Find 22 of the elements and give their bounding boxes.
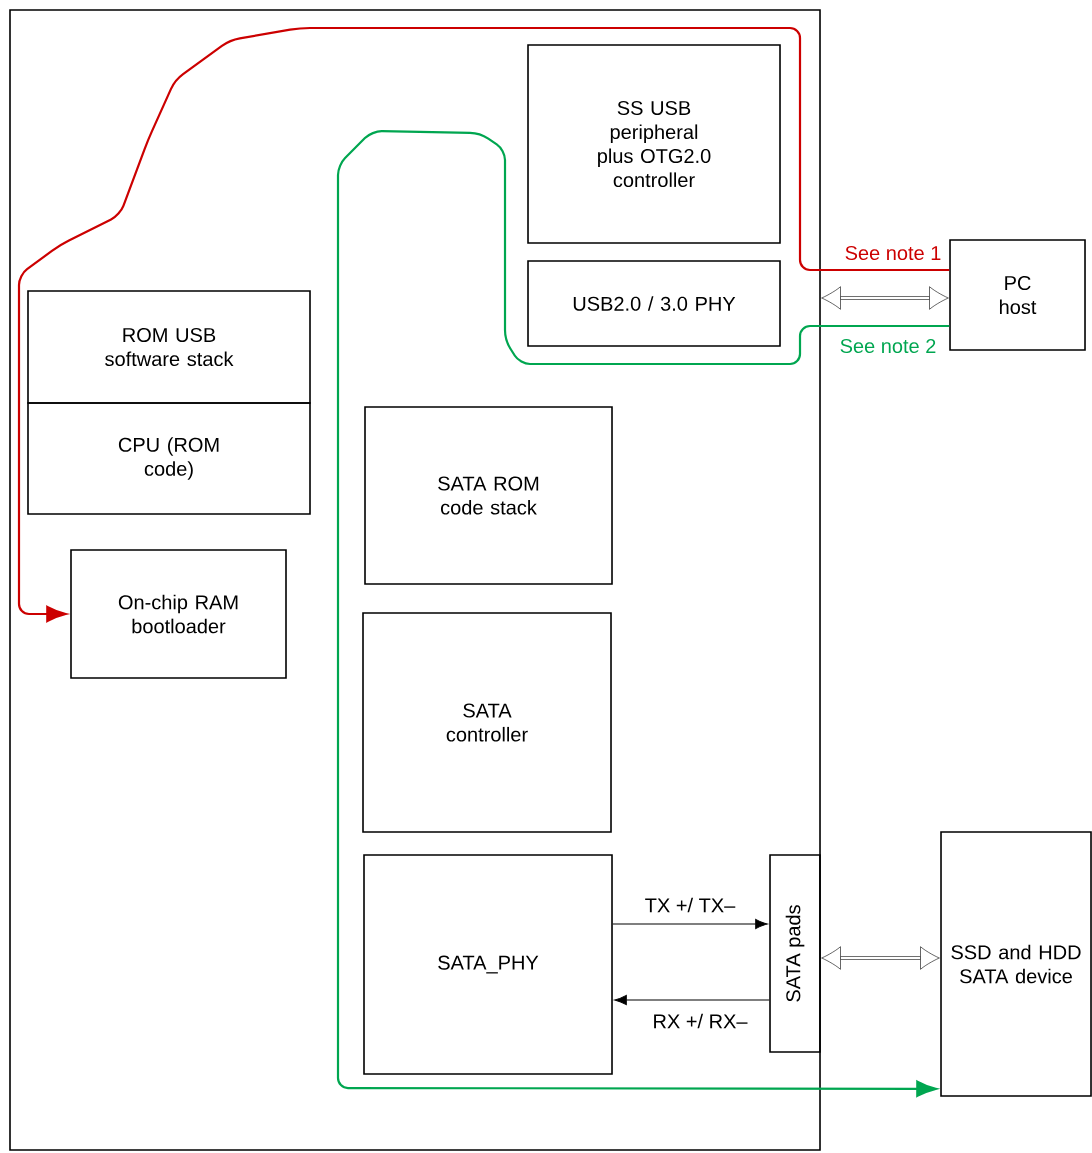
chip-box	[9, 9, 821, 1151]
block-box: CPU (ROM code)	[27, 402, 311, 515]
double-arrow	[821, 946, 940, 970]
arrow	[614, 994, 770, 1006]
block-box: ROM USB software stack	[27, 290, 311, 404]
double-arrow	[821, 286, 949, 310]
edge-label: See note 2	[838, 337, 938, 355]
arrow	[612, 918, 768, 930]
arrow	[17, 26, 950, 623]
block-box: SATA_PHY	[363, 854, 613, 1075]
edge-label: TX +/ TX–	[643, 896, 737, 914]
edge-label: See note 1	[843, 244, 943, 262]
block-box: SSD and HDD SATA device	[940, 831, 1092, 1097]
edge-label: RX +/ RX–	[651, 1012, 749, 1030]
arrow	[336, 130, 950, 1097]
block-box: USB2.0 / 3.0 PHY	[527, 260, 781, 347]
block-box: SATA controller	[362, 612, 612, 833]
block-box: SS USB peripheral plus OTG2.0 controller	[527, 44, 781, 244]
pad-strip: SATA pads	[769, 854, 821, 1053]
block-box: SATA ROM code stack	[364, 406, 613, 585]
block-box: PC host	[949, 239, 1086, 351]
block-box: On-chip RAM bootloader	[70, 549, 287, 679]
